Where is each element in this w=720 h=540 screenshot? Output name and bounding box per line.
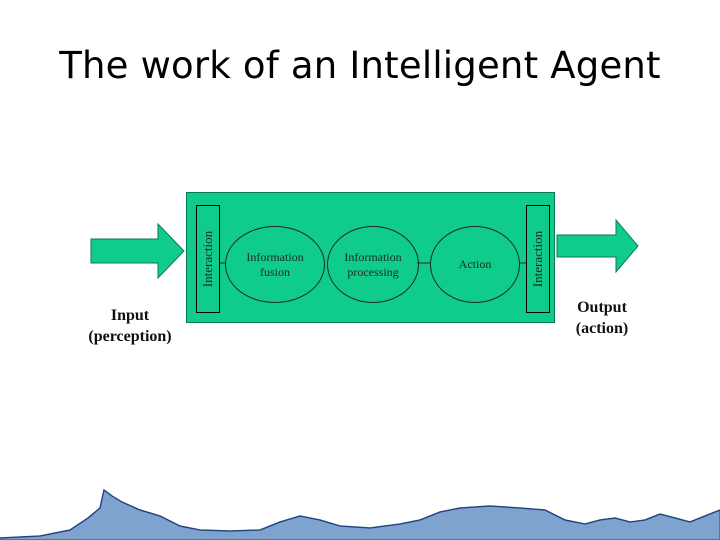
input-label: Input (perception)	[70, 305, 190, 347]
interaction-label-right: Interaction	[530, 230, 545, 288]
stage-information-fusion: Information fusion	[225, 226, 325, 303]
stage-connectors	[220, 262, 527, 264]
stage-3-line1: Action	[458, 257, 492, 271]
stage-action: Action	[430, 226, 520, 303]
stage-2-line1: Information	[344, 249, 402, 264]
agent-box: Interaction Information fusion Informati…	[186, 192, 555, 323]
output-label: Output (action)	[552, 297, 652, 339]
output-arrow-icon	[556, 219, 639, 273]
stage-1-line2: fusion	[259, 264, 290, 279]
output-label-line1: Output	[577, 299, 627, 316]
input-label-line1: Input	[110, 307, 150, 324]
stage-2-line2: processing	[347, 264, 399, 279]
stage-1-line1: Information	[246, 249, 304, 264]
mountain-decoration	[0, 488, 720, 540]
interaction-box-left: Interaction	[196, 205, 220, 313]
interaction-box-right: Interaction	[526, 205, 550, 313]
output-label-line2: (action)	[575, 320, 629, 337]
input-label-line2: (perception)	[88, 328, 172, 345]
slide-title: The work of an Intelligent Agent	[59, 44, 661, 87]
stage-information-processing: Information processing	[327, 226, 419, 303]
input-arrow-icon	[90, 223, 185, 279]
